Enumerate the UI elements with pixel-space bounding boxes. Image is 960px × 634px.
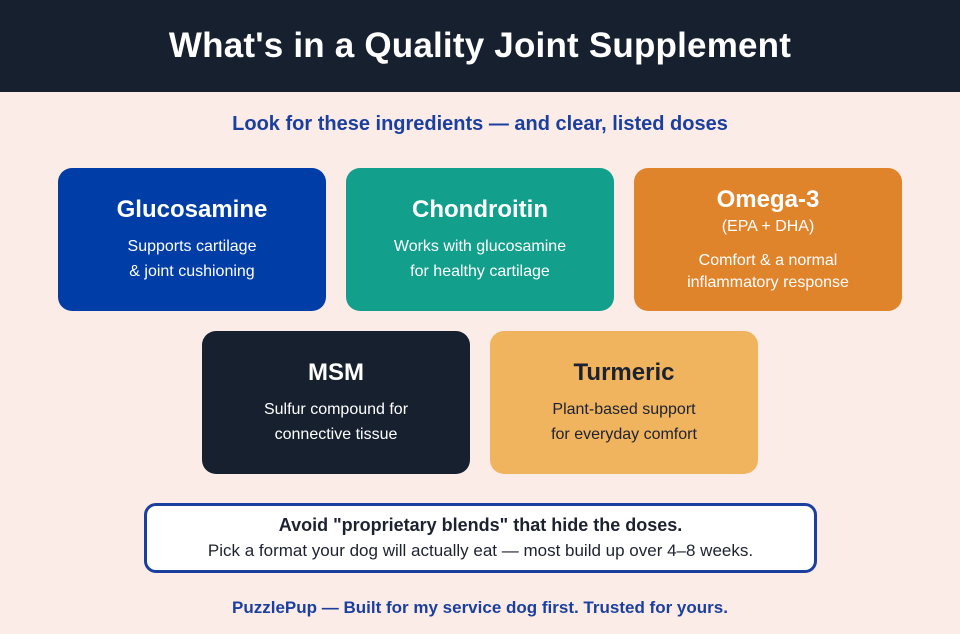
card-title: Glucosamine (116, 195, 268, 223)
footer-tagline: PuzzlePup — Built for my service dog fir… (232, 598, 728, 617)
card-description: Supports cartilage & joint cushioning (127, 237, 257, 280)
note-advice: Pick a format your dog will actually eat… (207, 541, 754, 560)
card-description: Works with glucosamine for healthy carti… (393, 237, 567, 280)
card-subtitle: (EPA + DHA) (721, 217, 815, 235)
ingredient-card-msm: MSM Sulfur compound for connective tissu… (202, 331, 470, 474)
ingredient-card-glucosamine: Glucosamine Supports cartilage & joint c… (58, 168, 326, 311)
card-description: Comfort & a normal inflammatory response (687, 251, 849, 291)
header-banner: What's in a Quality Joint Supplement (0, 0, 960, 92)
note-warning: Avoid "proprietary blends" that hide the… (278, 515, 683, 535)
card-description: Plant-based support for everyday comfort (551, 400, 697, 443)
card-title: MSM (308, 358, 364, 386)
advice-note-box: Avoid "proprietary blends" that hide the… (144, 503, 817, 573)
ingredient-card-chondroitin: Chondroitin Works with glucosamine for h… (346, 168, 614, 311)
ingredient-card-omega-3: Omega-3 (EPA + DHA) Comfort & a normal i… (634, 168, 902, 311)
page-subtitle: Look for these ingredients — and clear, … (232, 113, 728, 135)
ingredient-card-turmeric: Turmeric Plant-based support for everyda… (490, 331, 758, 474)
card-title: Omega-3 (716, 185, 820, 213)
card-title: Chondroitin (412, 195, 548, 223)
card-description: Sulfur compound for connective tissue (263, 400, 409, 443)
card-title: Turmeric (573, 358, 675, 386)
page-title: What's in a Quality Joint Supplement (168, 26, 792, 65)
